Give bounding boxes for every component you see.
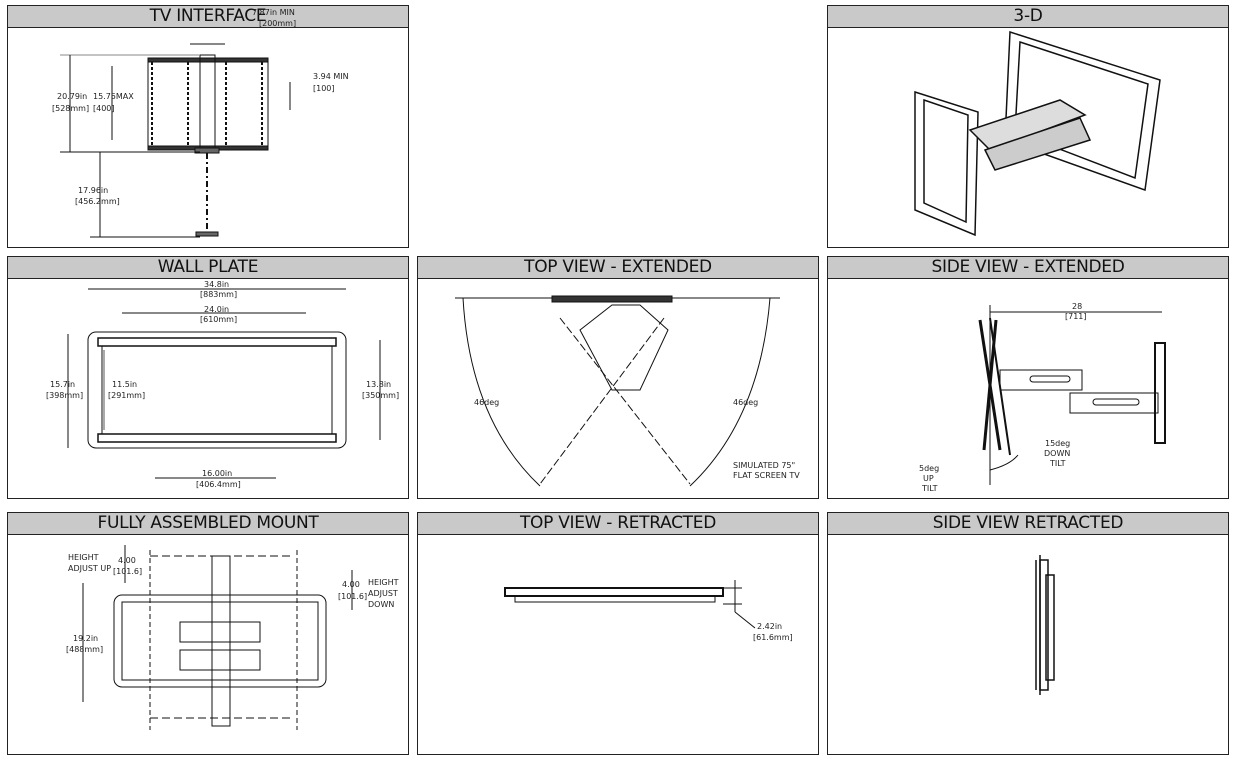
panel-title: TOP VIEW - RETRACTED [418,513,818,535]
dim-label: 19.2in [73,634,99,643]
panel-fully-assembled: FULLY ASSEMBLED MOUNT [7,512,409,755]
dim-label: [610mm] [200,315,238,324]
dim-label: [711] [1065,312,1087,321]
note-label: ADJUST UP [68,564,112,573]
panel-side-view-extended: SIDE VIEW - EXTENDED [827,256,1229,499]
dim-label: [406.4mm] [196,480,241,489]
note-label: DOWN [368,600,395,609]
panel-title: TV INTERFACE [8,6,408,28]
note-label: FLAT SCREEN TV [733,471,800,480]
dim-label: 2.42in [757,622,783,631]
dim-label: [400] [93,104,115,113]
dim-label: [350mm] [362,391,400,400]
dim-label: 4.00 [118,556,136,565]
panel-side-view-retracted: SIDE VIEW RETRACTED [827,512,1229,755]
dim-label: 16.00in [202,469,233,478]
panel-top-view-retracted: TOP VIEW - RETRACTED [417,512,819,755]
panel-tv-interface: TV INTERFACE [7,5,409,248]
dim-label: 34.8in [204,280,230,289]
dim-label: 13.8in [366,380,392,389]
angle-label: 46deg [474,398,500,407]
panel-title: WALL PLATE [8,257,408,279]
panel-title: FULLY ASSEMBLED MOUNT [8,513,408,535]
dim-label: 11.5in [112,380,138,389]
dim-label: [100] [313,84,335,93]
dim-label: 7.87in MIN [252,8,295,17]
angle-label: 15deg [1045,439,1071,448]
angle-label: TILT [1050,459,1066,468]
dim-label: 24.0in [204,305,230,314]
dim-label: 15.75MAX [93,92,134,101]
dim-label: 20.79in [57,92,88,101]
angle-label: 46deg [733,398,759,407]
dim-label: 28 [1072,302,1083,311]
dim-label: [456.2mm] [75,197,120,206]
panel-title: 3-D [828,6,1228,28]
dim-label: [883mm] [200,290,238,299]
note-label: HEIGHT [68,553,99,562]
note-label: HEIGHT [368,578,399,587]
angle-label: UP [923,474,934,483]
panel-title: SIDE VIEW RETRACTED [828,513,1228,535]
dim-label: [200mm] [259,19,297,28]
dim-label: 17.96in [78,186,109,195]
dim-label: [488mm] [66,645,104,654]
note-label: SIMULATED 75" [733,461,796,470]
panel-title: TOP VIEW - EXTENDED [418,257,818,279]
dim-label: 4.00 [342,580,360,589]
angle-label: DOWN [1044,449,1071,458]
dim-label: [101.6] [338,592,368,601]
dim-label: [61.6mm] [753,633,793,642]
dim-label: [291mm] [108,391,146,400]
dim-label: [101.6] [113,567,143,576]
angle-label: 5deg [919,464,940,473]
note-label: ADJUST [368,589,398,598]
dim-label: 3.94 MIN [313,72,349,81]
dim-label: [398mm] [46,391,84,400]
panel-title: SIDE VIEW - EXTENDED [828,257,1228,279]
panel-3d: 3-D [827,5,1229,248]
dim-label: [528mm] [52,104,90,113]
dim-label: 15.7in [50,380,76,389]
angle-label: TILT [922,484,938,493]
